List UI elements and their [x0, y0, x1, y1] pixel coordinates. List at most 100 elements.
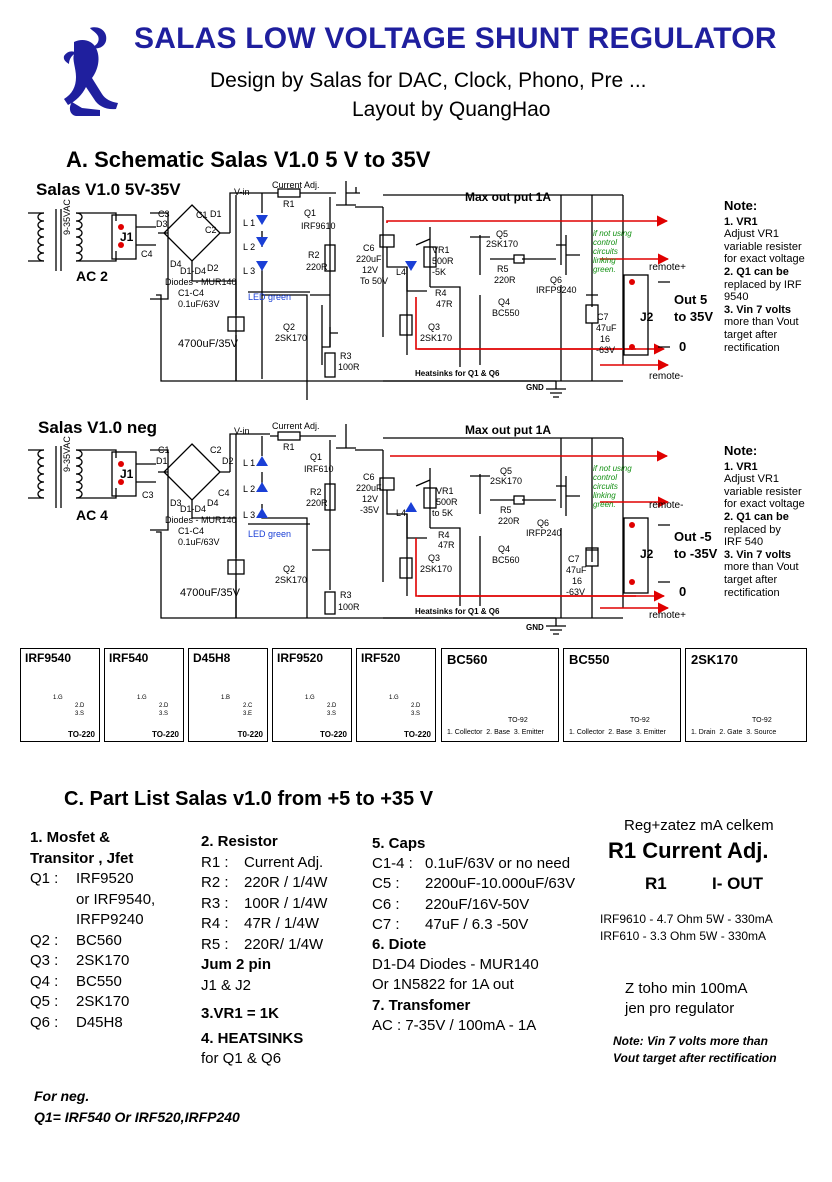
diodes-label: D1-D4	[180, 266, 206, 276]
cap-ref: C7 :	[372, 915, 400, 933]
q5-label: Q5	[500, 466, 512, 476]
package-type-label: TO-220	[68, 730, 95, 739]
note-line: for exact voltage	[724, 253, 805, 266]
resistor-row: R1 :Current Adj.	[201, 853, 327, 874]
cap-ref: C1-4 :	[372, 855, 413, 873]
caps-value: 0.1uF/63V	[178, 299, 220, 309]
note-line: Adjust VR1	[724, 228, 780, 241]
vr1-value: 500R	[436, 497, 458, 507]
parts-column-2: 2. Resistor R1 :Current Adj.R2 :220R / 1…	[201, 832, 327, 1070]
package-part-name: IRF9520	[277, 651, 324, 665]
d3-label: D3	[170, 498, 182, 508]
negative-notes: Note: 1. VR1 Adjust VR1 variable resiste…	[724, 444, 805, 599]
r1-column-header: R1	[645, 874, 667, 893]
c7-label: C7	[597, 312, 609, 322]
r3-label: R3	[340, 351, 352, 361]
q1-label: Q1	[310, 452, 322, 462]
current-adj-label: Current Adj.	[272, 421, 320, 431]
caps-heading: 5. Caps	[372, 835, 426, 852]
neg-note-line: Q1= IRF540 Or IRF520,IRFP240	[34, 1109, 240, 1125]
heatsinks-heading: 4. HEATSINKS	[201, 1029, 304, 1047]
q4-part: BC560	[492, 555, 520, 565]
pin-label: 2.C	[243, 703, 253, 709]
transformer-heading: 7. Transfomer	[372, 996, 471, 1014]
q1-label: Q1	[304, 208, 316, 218]
r4-value: 47R	[436, 299, 453, 309]
package-type-label: TO-220	[320, 730, 347, 739]
c7-value: 47uF	[566, 565, 587, 575]
resistor-row: R5 :220R/ 1/4W	[201, 935, 327, 956]
resistor-ref: R4 :	[201, 915, 229, 932]
r3-value: 100R	[338, 362, 360, 372]
q4-label: Q4	[498, 544, 510, 554]
note-title: Note:	[724, 198, 758, 213]
resistor-ref: R2 :	[201, 874, 229, 891]
part-ref: Q3 :	[30, 952, 59, 969]
diodes-label: D1-D4	[180, 504, 206, 514]
cap-row: C5 :2200uF-10.000uF/63V	[372, 874, 575, 894]
r1-box-top: Reg+zatez mA celkem	[624, 817, 774, 834]
note-line: variable resister	[724, 485, 802, 498]
q5-part: 2SK170	[486, 239, 518, 249]
j2-label: J2	[640, 310, 654, 324]
package-type-label: T0-220	[237, 730, 263, 739]
q6-label: Q6	[537, 518, 549, 528]
c3-label: C3	[158, 209, 170, 219]
note-line: more than Vout	[724, 561, 799, 574]
output-range-label-2: to 35V	[674, 309, 713, 324]
vr1-label: VR1	[436, 486, 454, 496]
green-note-line: green.	[593, 265, 616, 274]
c6-value: 220uF	[356, 254, 382, 264]
q2-part: 2SK170	[275, 333, 307, 343]
pin-description: 1. Collector 2. Base 3. Emitter	[447, 729, 544, 736]
transformer-value: AC : 7-35V / 100mA - 1A	[372, 1016, 537, 1034]
neg-note-line: For neg.	[34, 1088, 90, 1104]
green-note-line: control	[593, 238, 617, 247]
resistor-ref: R3 :	[201, 894, 229, 912]
ac-label: AC 2	[76, 268, 108, 284]
vin-note: Note: Vin 7 volts more than	[613, 1034, 768, 1048]
r4-label: R4	[435, 288, 447, 298]
note-line: 3. Vin 7 volts	[724, 303, 792, 316]
cap-ref: C6 :	[372, 895, 400, 913]
max-output-label: Max out put 1A	[465, 423, 551, 437]
note-line: replaced by IRF	[724, 278, 802, 291]
part-row: Q6 :D45H8	[30, 1013, 155, 1034]
c7-range: -63V	[596, 345, 615, 355]
c3-label: C3	[142, 490, 154, 500]
r2-value: 220R	[306, 262, 328, 272]
l2-label: L 2	[243, 242, 255, 252]
q3-part: 2SK170	[420, 564, 452, 574]
zero-label: 0	[679, 584, 686, 599]
r2-label: R2	[308, 250, 320, 260]
negative-schematic: 9-35VAC J1 C1 C2 C3 C4 D1 D2 D3 D4 D1-D4…	[28, 421, 718, 635]
mosfet-heading-2: Transitor , Jfet	[30, 849, 134, 867]
package-part-name: BC560	[447, 652, 488, 667]
resistor-value: 47R / 1/4W	[244, 915, 320, 932]
gnd-label: GND	[526, 383, 544, 392]
remote-plus-label: remote+	[649, 262, 686, 273]
part-value: BC560	[76, 931, 122, 949]
d4-label: D4	[207, 498, 219, 508]
pin-label: 2.D	[159, 703, 169, 709]
caps-label: C1-C4	[178, 526, 204, 536]
diode-heading: 6. Diote	[372, 936, 427, 954]
vin-label: V-in	[234, 187, 250, 197]
r3-value: 100R	[338, 602, 360, 612]
note-line: 2. Q1 can be	[724, 265, 789, 278]
l4-label: L4	[396, 508, 406, 518]
remote-minus-label: remote-	[649, 500, 683, 511]
vin-label: V-in	[234, 426, 250, 436]
resistor-ref: R1 :	[201, 853, 229, 871]
resistor-row: R4 : 47R / 1/4W	[201, 914, 327, 935]
q3-part: 2SK170	[420, 333, 452, 343]
green-note-line: green.	[593, 500, 616, 509]
jumper-heading: Jum 2 pin	[201, 956, 272, 973]
part-value: BC550	[76, 972, 122, 990]
note-line: replaced by	[724, 523, 781, 536]
